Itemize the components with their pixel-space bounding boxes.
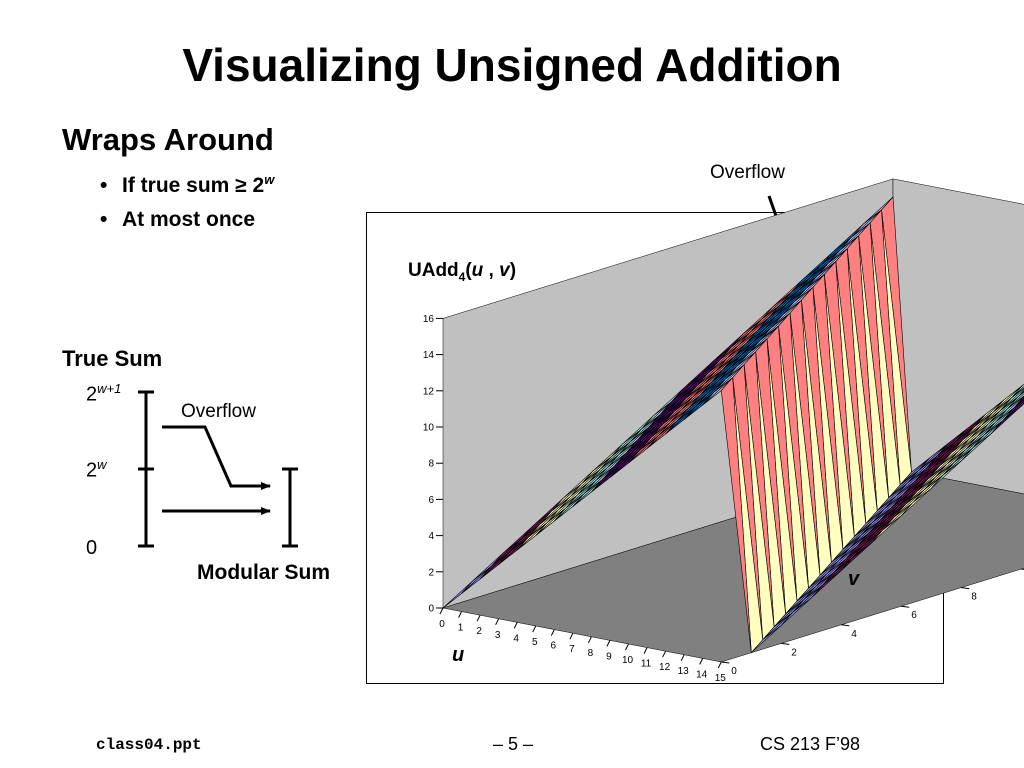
bullet-item: • If true sum ≥ 2w bbox=[100, 172, 274, 198]
z-tick-label: 12 bbox=[423, 386, 435, 397]
u-tick-label: 5 bbox=[532, 637, 538, 648]
v-tick bbox=[961, 587, 970, 590]
u-tick-label: 0 bbox=[439, 619, 445, 630]
u-tick bbox=[439, 607, 444, 615]
u-tick-label: 14 bbox=[696, 669, 708, 680]
label-2w: 2w bbox=[86, 457, 107, 483]
u-tick bbox=[662, 650, 667, 658]
u-tick bbox=[550, 629, 555, 636]
surface-facet bbox=[781, 597, 812, 626]
overflow-mini-label: Overflow bbox=[181, 401, 256, 422]
u-tick bbox=[532, 625, 537, 633]
surface-facet bbox=[720, 376, 752, 653]
z-tick-label: 14 bbox=[423, 350, 435, 361]
surface-facet bbox=[811, 570, 842, 599]
u-tick bbox=[606, 640, 611, 647]
overflow-callout-label: Overflow bbox=[710, 162, 785, 183]
bullet-text: If true sum ≥ 2 bbox=[122, 174, 265, 197]
slide-title: Visualizing Unsigned Addition bbox=[182, 39, 842, 91]
true-sum-label: True Sum bbox=[62, 346, 163, 371]
surface-facet bbox=[961, 433, 992, 462]
v-axis-label: v bbox=[848, 568, 861, 590]
footer-page-number: – 5 – bbox=[493, 734, 534, 754]
u-tick-label: 12 bbox=[659, 662, 671, 673]
label-zero: 0 bbox=[86, 537, 97, 560]
u-tick bbox=[699, 658, 704, 665]
u-tick-label: 8 bbox=[588, 648, 594, 659]
v-tick-label: 2 bbox=[791, 647, 797, 658]
label-sup: w bbox=[97, 457, 107, 472]
bullet-dot: • bbox=[100, 208, 108, 231]
z-tick-label: 6 bbox=[428, 495, 434, 506]
v-tick bbox=[1021, 568, 1024, 570]
chart-title: UAdd4(u , v) bbox=[408, 260, 516, 284]
v-tick-label: 8 bbox=[971, 592, 977, 603]
u-tick bbox=[513, 622, 518, 629]
footer-course: CS 213 F’98 bbox=[760, 734, 861, 754]
u-tick bbox=[476, 614, 481, 622]
u-tick-label: 15 bbox=[715, 673, 727, 684]
surface-facet bbox=[1021, 402, 1024, 407]
u-tick bbox=[569, 632, 574, 640]
label-base: 2 bbox=[86, 383, 98, 406]
label-2w1: 2w+1 bbox=[86, 381, 121, 407]
overflow-arrow bbox=[162, 425, 271, 490]
u-tick-label: 7 bbox=[569, 644, 575, 655]
surface-facet bbox=[931, 460, 962, 489]
u-tick bbox=[587, 636, 592, 644]
bullet-item: • At most once bbox=[100, 208, 255, 232]
u-tick-label: 13 bbox=[678, 666, 690, 677]
u-tick bbox=[680, 654, 685, 662]
v-tick bbox=[721, 661, 730, 664]
surface-facet bbox=[901, 488, 932, 516]
u-tick bbox=[643, 647, 648, 654]
v-tick bbox=[841, 624, 850, 627]
label-sup: w+1 bbox=[97, 381, 122, 396]
u-tick-label: 3 bbox=[495, 630, 501, 641]
surface-facet bbox=[1011, 383, 1024, 399]
u-tick-label: 11 bbox=[641, 659, 652, 670]
u-tick-label: 4 bbox=[513, 633, 519, 644]
surface-facet bbox=[841, 542, 872, 571]
z-tick-label: 2 bbox=[428, 567, 434, 578]
v-tick bbox=[901, 605, 910, 608]
label-base: 0 bbox=[86, 537, 98, 559]
u-axis-label: u bbox=[452, 644, 464, 666]
z-tick-label: 16 bbox=[423, 314, 435, 325]
z-tick-label: 0 bbox=[428, 604, 434, 615]
v-tick-label: 0 bbox=[731, 666, 737, 677]
bullet-sup: w bbox=[264, 172, 275, 187]
u-tick bbox=[458, 611, 462, 618]
z-tick-label: 10 bbox=[423, 423, 435, 434]
u-tick-label: 6 bbox=[551, 641, 557, 652]
v-tick-label: 4 bbox=[851, 629, 857, 640]
bullet-text: At most once bbox=[122, 208, 256, 231]
footer-filename: class04.ppt bbox=[96, 736, 202, 754]
u-tick bbox=[625, 643, 629, 651]
u-tick-label: 9 bbox=[606, 651, 612, 662]
z-tick-label: 8 bbox=[428, 459, 434, 470]
surface-facet bbox=[1013, 396, 1024, 408]
v-tick-label: 6 bbox=[911, 610, 917, 621]
z-tick-label: 4 bbox=[428, 531, 434, 542]
modular-sum-label: Modular Sum bbox=[197, 561, 331, 584]
u-tick bbox=[717, 661, 722, 669]
u-tick-label: 10 bbox=[622, 655, 634, 666]
u-tick-label: 2 bbox=[476, 626, 482, 637]
v-tick bbox=[781, 642, 790, 645]
surface-facet bbox=[751, 625, 782, 653]
u-tick-label: 1 bbox=[458, 623, 464, 634]
surface-facet bbox=[991, 405, 1022, 434]
label-base: 2 bbox=[86, 459, 98, 482]
bullet-dot: • bbox=[100, 174, 108, 197]
section-heading: Wraps Around bbox=[62, 122, 274, 157]
u-tick bbox=[495, 618, 500, 626]
surface-facet bbox=[871, 515, 902, 544]
